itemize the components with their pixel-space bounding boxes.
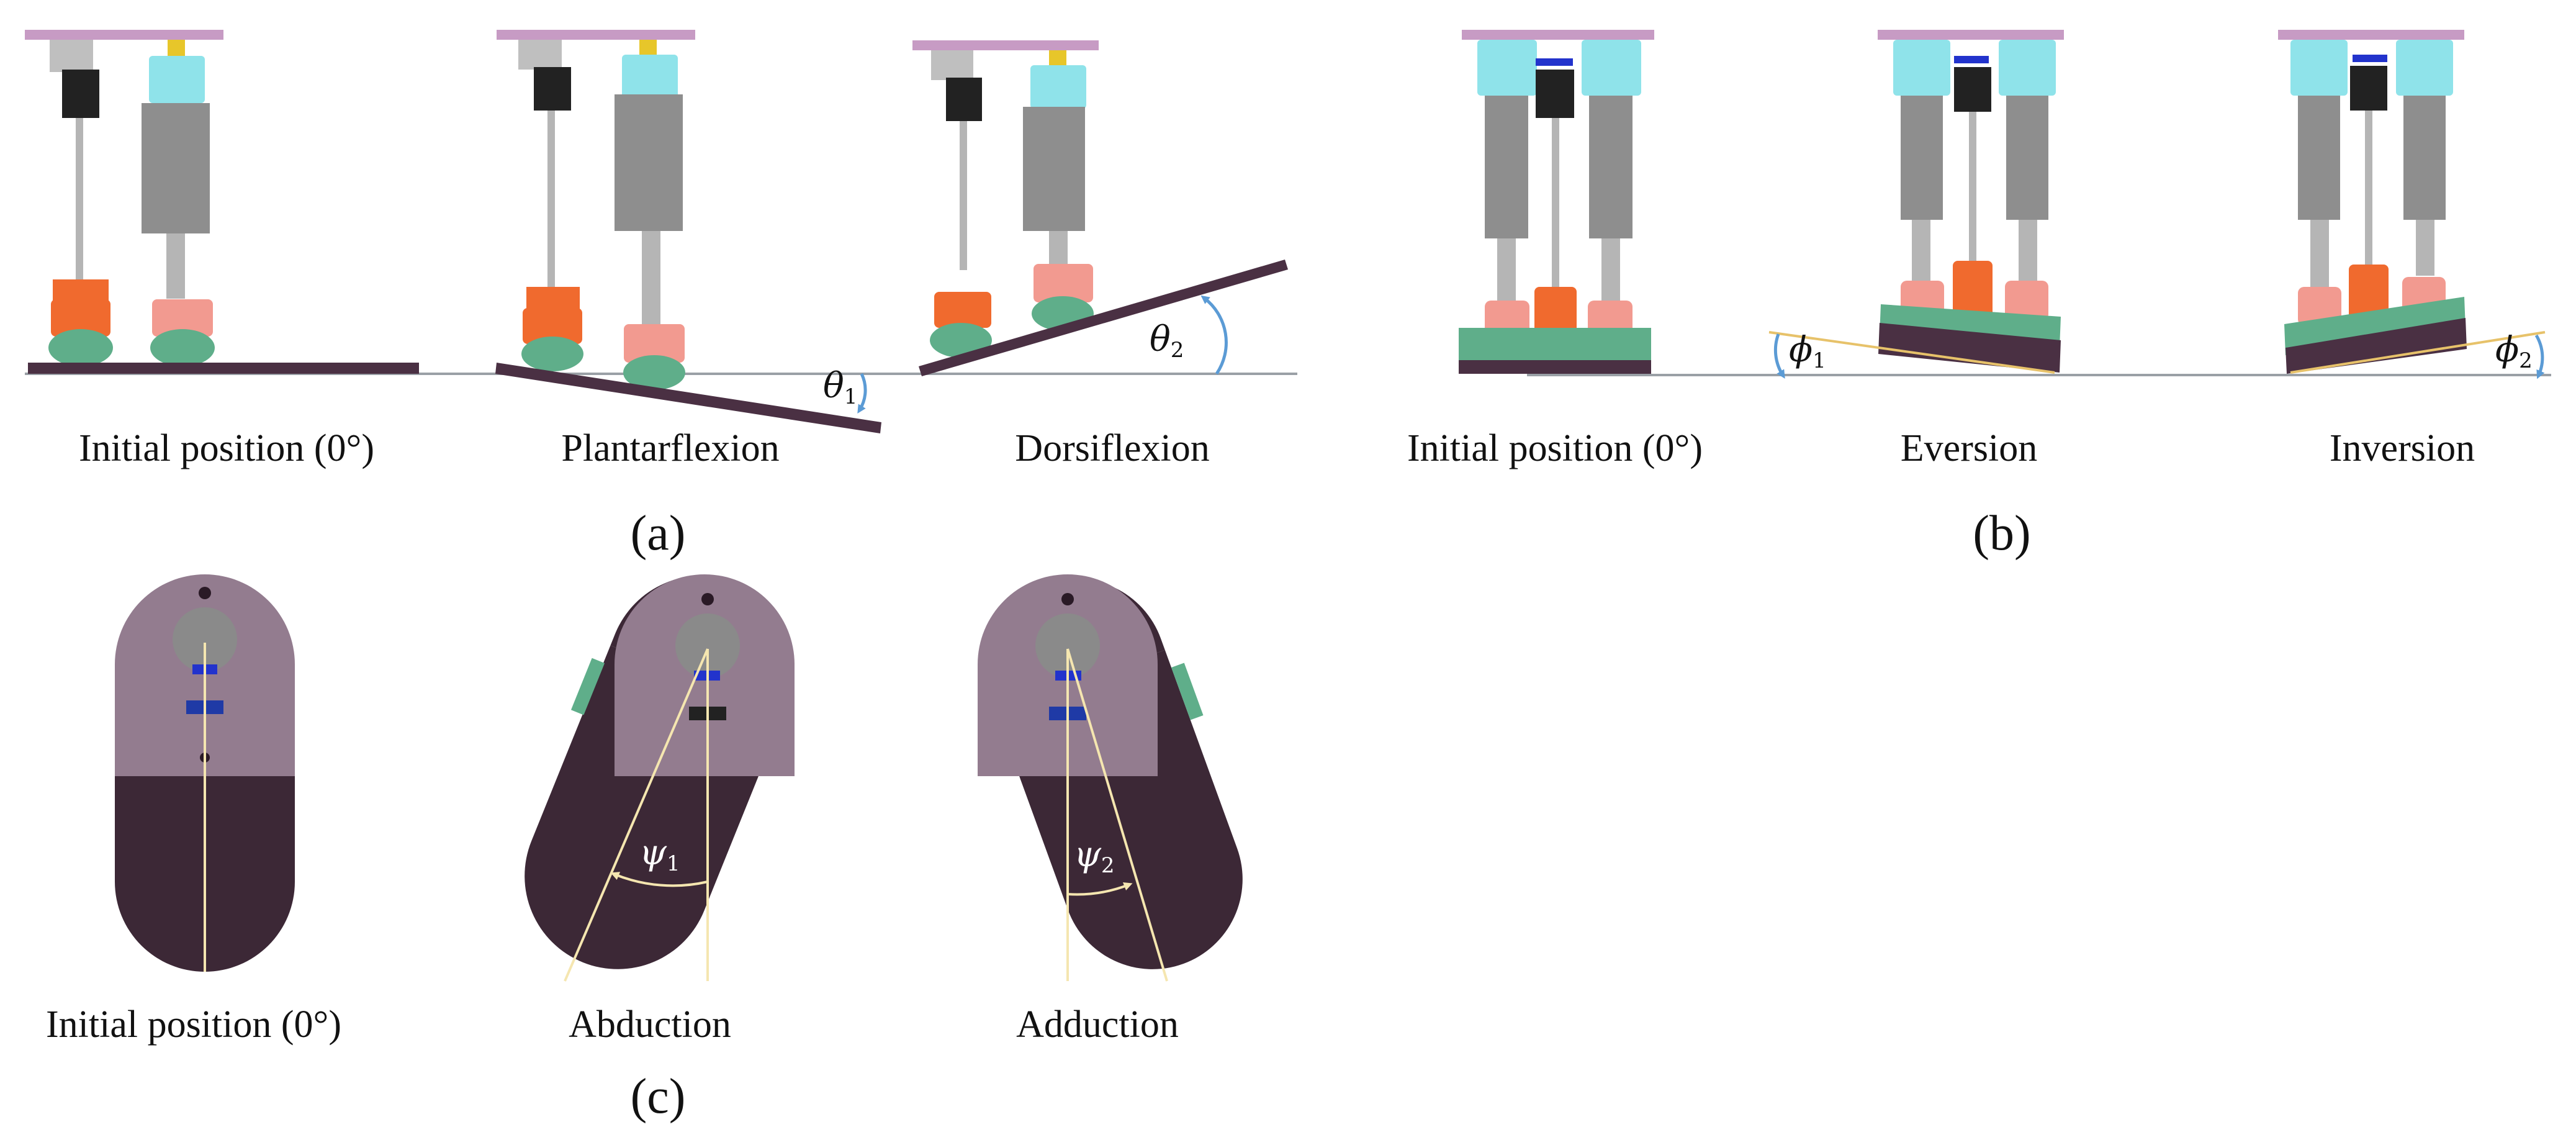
angle-arc-theta1	[857, 373, 867, 414]
mechanism-c-initial	[115, 574, 295, 972]
caption-a-dorsiflexion: Dorsiflexion	[1015, 427, 1209, 469]
mechanism-c-abduction: ψ1	[525, 574, 795, 982]
panel-b: ϕ1 ϕ2 Initial position (0°) Eversion Inv…	[1407, 30, 2551, 561]
panel-label-b: (b)	[1973, 506, 2030, 561]
mechanism-a-initial	[25, 30, 419, 374]
axis-line-phi1	[1768, 331, 2055, 374]
caption-c-abduction: Abduction	[569, 1003, 731, 1046]
angle-label-psi2: ψ2	[1074, 835, 1115, 878]
mechanism-a-dorsiflexion: θ2	[912, 40, 1288, 376]
angle-arc-psi1	[610, 872, 708, 887]
angle-label-phi2: ϕ2	[2495, 330, 2533, 373]
panel-label-a: (a)	[631, 506, 686, 561]
caption-c-initial: Initial position (0°)	[46, 1003, 341, 1046]
panel-a: θ1 θ2 Initial position (0°) Plantarflexi…	[25, 30, 1297, 561]
caption-a-initial: Initial position (0°)	[79, 427, 374, 469]
angle-label-theta1: θ1	[823, 366, 857, 409]
caption-c-adduction: Adduction	[1016, 1003, 1179, 1046]
caption-b-eversion: Eversion	[1901, 427, 2037, 469]
axis-line-c-abduction	[564, 648, 709, 982]
panel-label-c: (c)	[631, 1069, 686, 1124]
angle-arc-theta2	[1200, 295, 1228, 375]
angle-arc-phi1	[1773, 333, 1785, 379]
panel-c: ψ1 ψ2 Initial position (0°) Abduction Ad…	[46, 574, 1243, 1124]
axis-line-phi2	[2290, 331, 2546, 374]
mechanism-c-adduction: ψ2	[978, 574, 1243, 982]
caption-b-inversion: Inversion	[2330, 427, 2475, 469]
mechanism-a-plantarflexion: θ1	[495, 30, 881, 433]
mechanism-b-eversion: ϕ1	[1768, 30, 2064, 379]
angle-label-phi1: ϕ1	[1789, 330, 1826, 373]
angle-arc-phi2	[2534, 334, 2545, 379]
angle-label-theta2: θ2	[1150, 319, 1184, 363]
axis-line-c-adduction	[1066, 648, 1168, 982]
caption-a-plantarflexion: Plantarflexion	[561, 427, 779, 469]
angle-label-psi1: ψ1	[639, 833, 680, 876]
mechanism-b-inversion: ϕ2	[2278, 30, 2546, 379]
caption-b-initial: Initial position (0°)	[1407, 427, 1703, 469]
mechanism-b-initial	[1459, 30, 1654, 374]
angle-arc-psi2	[1067, 882, 1133, 896]
